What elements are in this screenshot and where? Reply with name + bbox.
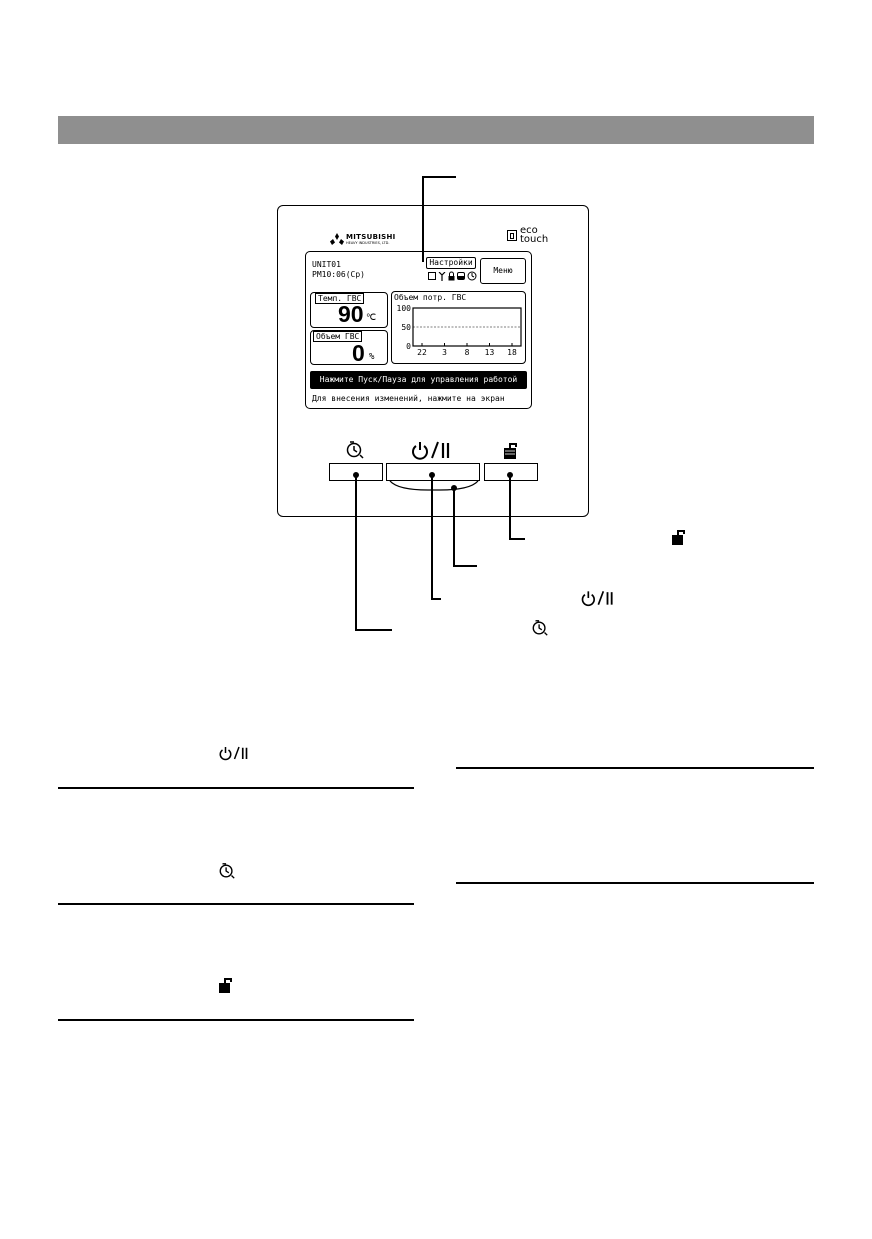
touch-label: touch [520, 234, 549, 245]
unit-name: UNIT01 [312, 260, 341, 269]
callout-line-boost-v [509, 475, 511, 539]
power-pause-legend-icon [219, 746, 248, 761]
dhw-volume-unit: % [369, 352, 375, 362]
filter-icon [428, 272, 436, 280]
dhw-temp-unit: ℃ [366, 313, 377, 323]
chart-y-tick-label: 100 [397, 304, 412, 313]
menu-button[interactable]: Меню [480, 258, 526, 284]
chart-y-tick-label: 0 [406, 342, 411, 351]
run-pause-bracket [389, 480, 479, 491]
callout-line-boost-h [509, 538, 525, 540]
callout-line-timer-h [355, 629, 392, 631]
eco-touch-logo: eco touch [507, 224, 548, 246]
dhw-volume-panel[interactable] [310, 330, 388, 365]
callout-line-timer-v [355, 475, 357, 630]
eco-touch-icon [507, 230, 517, 241]
touch-screen[interactable] [305, 251, 532, 409]
consumption-chart: 100 50 0 22 3 8 13 18 [397, 304, 522, 357]
service-icon [438, 272, 446, 281]
diamond-logo-icon [330, 233, 344, 245]
lock-icon [448, 271, 455, 281]
dhw-temp-value: 90 [338, 301, 364, 327]
callout-line-run-v [431, 475, 433, 599]
timer-icon [346, 441, 364, 459]
mitsubishi-logo: MITSUBISHI HEAVY INDUSTRIES, LTD. [330, 232, 410, 246]
dhw-volume-value: 0 [352, 340, 365, 366]
legend-rule-2 [58, 903, 414, 905]
dhw-volume-label: Объем ГВС [313, 331, 363, 342]
consumption-chart-panel[interactable] [391, 291, 526, 364]
tank-icon [457, 272, 465, 280]
status-message-bar: Нажмите Пуск/Пауза для управления работо… [310, 371, 527, 389]
clock-display: PM10:06(Ср) [312, 270, 365, 279]
eco-label: eco [520, 225, 538, 236]
dhw-temp-panel[interactable] [310, 292, 388, 328]
power-pause-callout-icon [581, 591, 613, 607]
legend-rule-1 [58, 787, 414, 789]
callout-line-run-h [431, 598, 441, 600]
right-rule-1 [456, 767, 814, 769]
power-pause-icon [412, 441, 450, 460]
callout-line-hold-v [453, 488, 455, 566]
hint-text: Для внесения изменений, нажмите на экран [312, 394, 505, 403]
timer-status-icon [467, 271, 477, 281]
timer-callout-icon [532, 620, 548, 636]
brand-subtitle: HEAVY INDUSTRIES, LTD. [346, 241, 390, 245]
callout-line-settings [422, 176, 456, 178]
brand-name: MITSUBISHI [346, 233, 396, 241]
timer-legend-icon [219, 863, 235, 879]
callout-line-hold-h [453, 565, 477, 567]
chart-x-tick-label: 13 [485, 348, 495, 357]
chart-x-tick-label: 22 [417, 348, 427, 357]
right-rule-2 [456, 882, 814, 884]
hot-water-boost-legend-icon [219, 978, 232, 993]
settings-button[interactable]: Настройки [426, 257, 476, 269]
chart-title: Объем потр. ГВС [394, 293, 467, 302]
remote-controller-body [277, 205, 589, 517]
legend-rule-3 [58, 1019, 414, 1021]
hot-water-boost-icon [504, 443, 517, 459]
hot-water-boost-callout-icon [672, 530, 685, 545]
chart-x-tick-label: 8 [465, 348, 470, 357]
callout-line-settings-v [422, 176, 424, 262]
eco-touch-icon-inner [510, 233, 514, 239]
chart-y-tick-label: 50 [401, 323, 411, 332]
section-header-bar [58, 116, 814, 144]
chart-x-tick-label: 18 [507, 348, 517, 357]
dhw-temp-label: Темп. ГВС [315, 293, 365, 304]
chart-x-tick-label: 3 [442, 348, 447, 357]
status-icons [428, 271, 478, 281]
